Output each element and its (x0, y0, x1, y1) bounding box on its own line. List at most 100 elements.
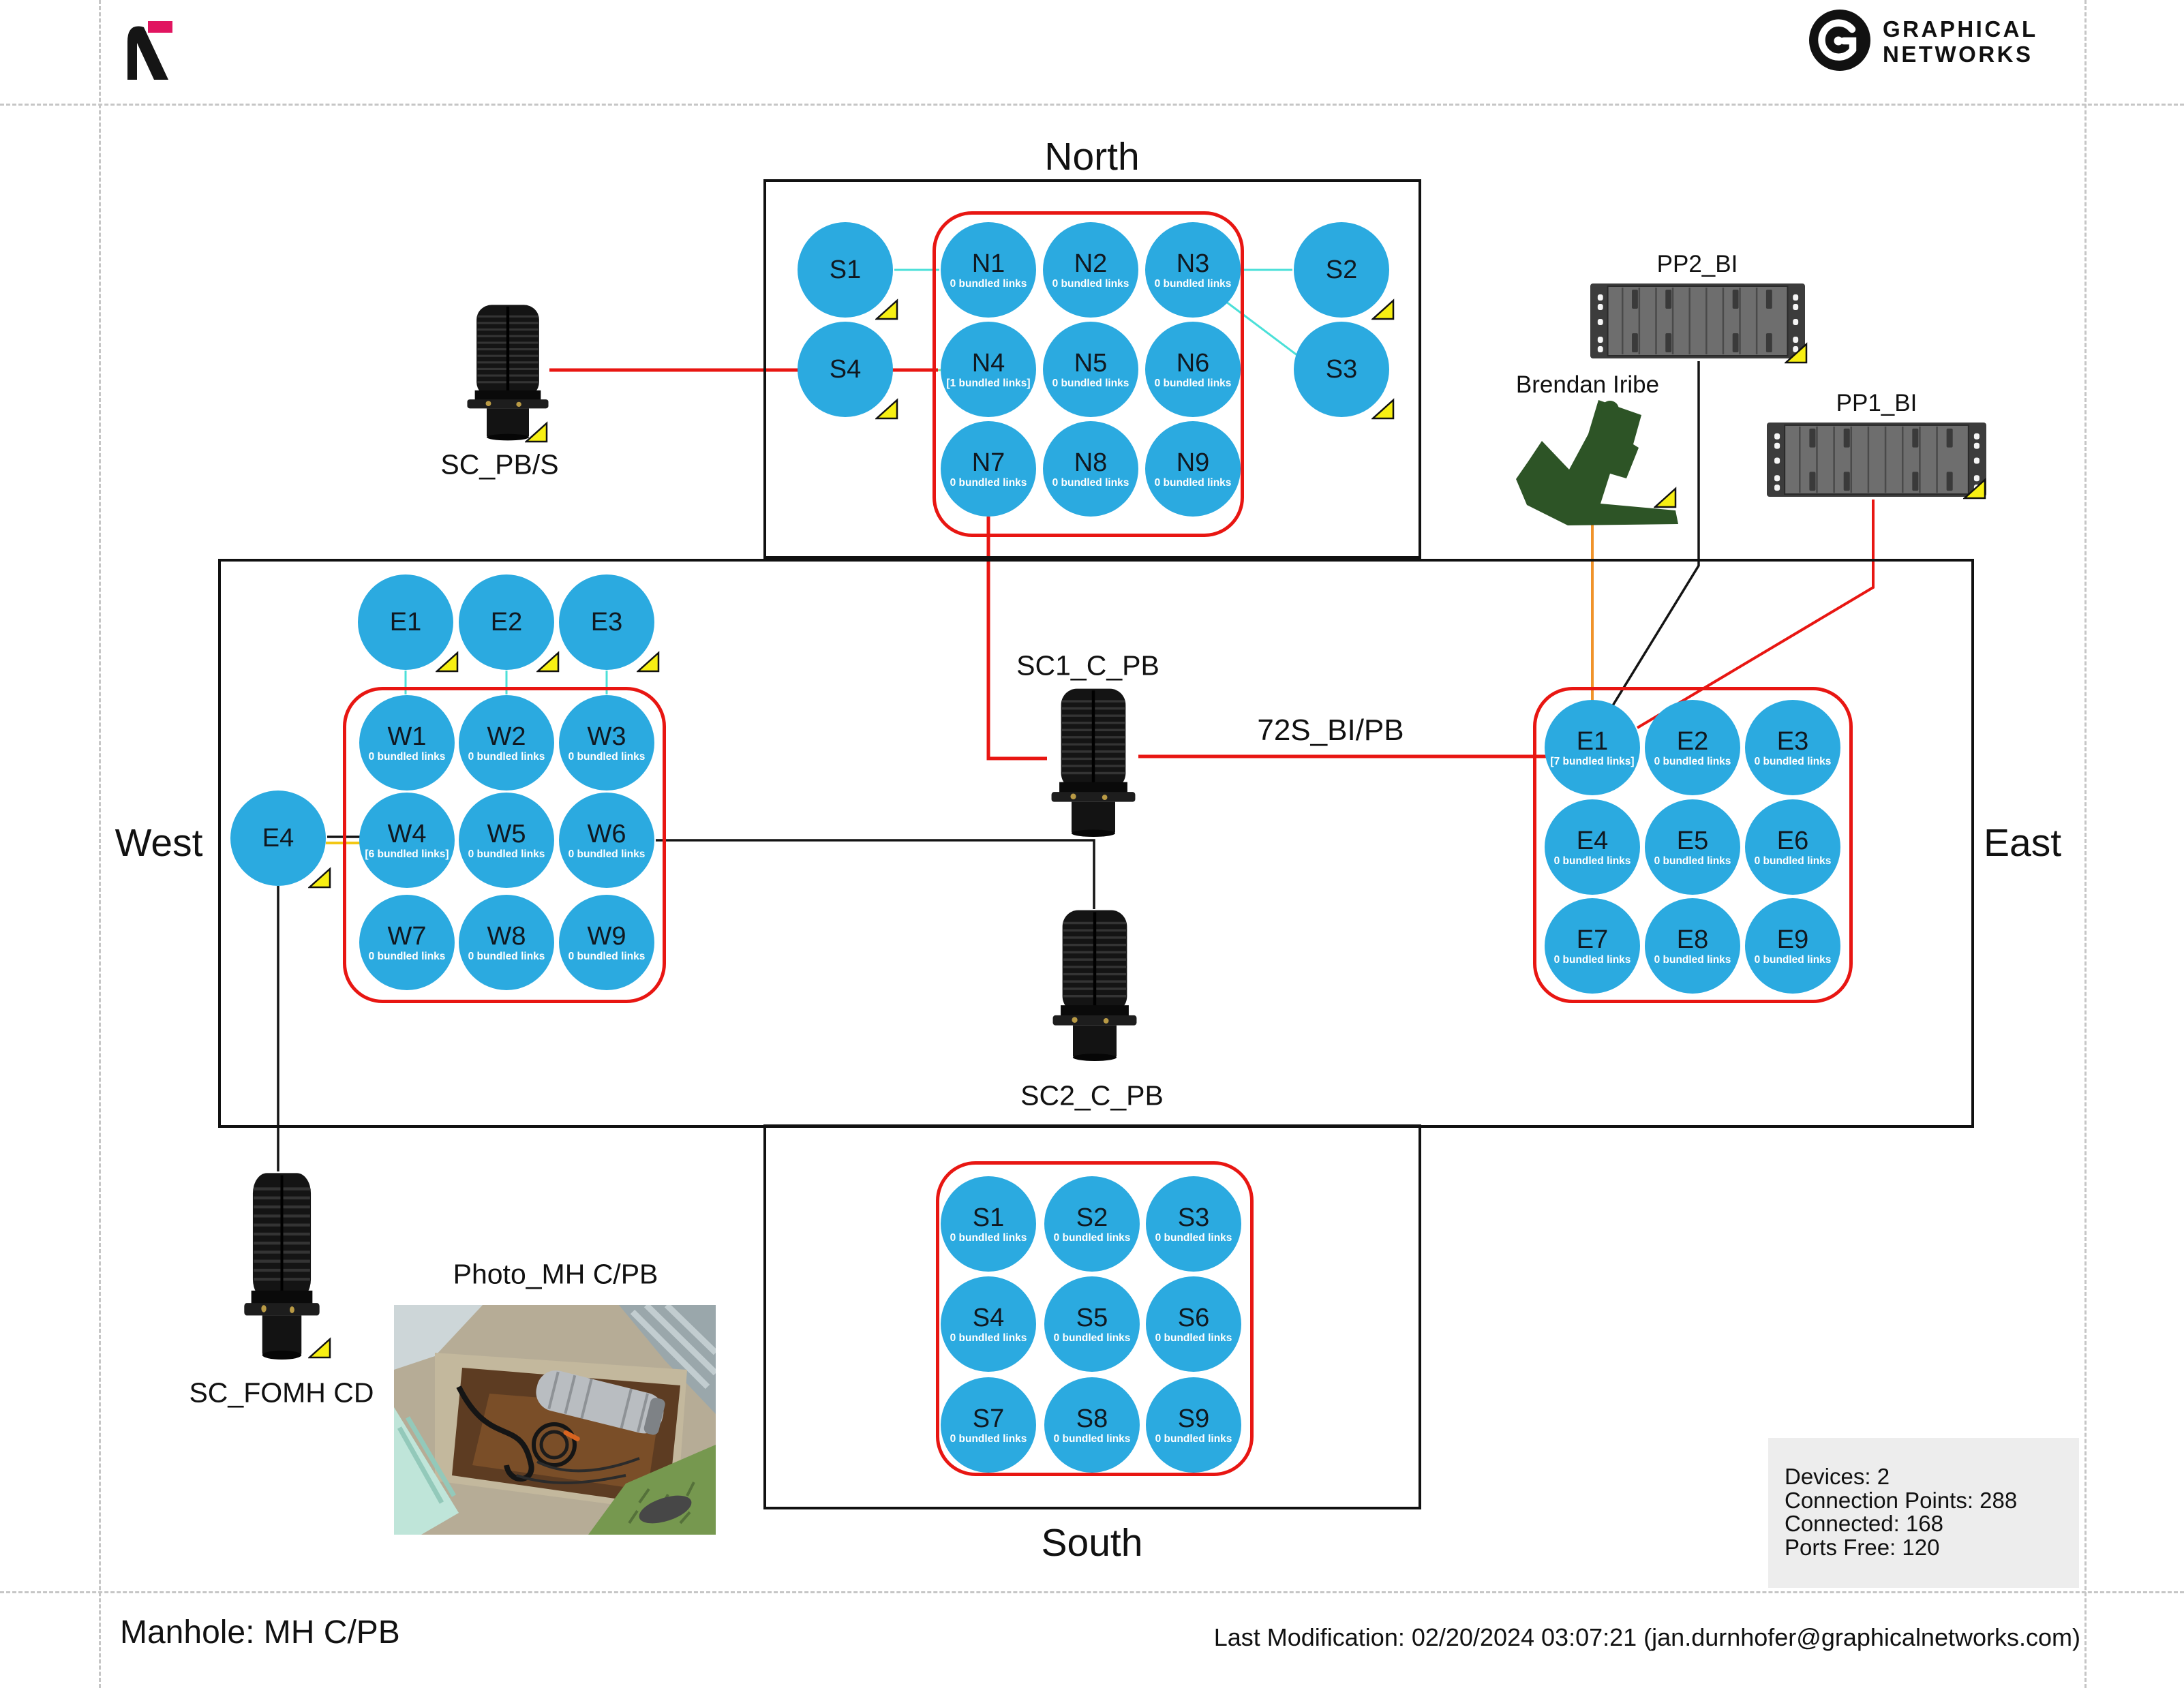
node-label: E5 (1676, 826, 1709, 855)
note-triangle-icon[interactable] (1963, 478, 1986, 500)
note-triangle-icon[interactable] (1371, 298, 1395, 320)
node-west-ext-e4[interactable]: E4 (230, 791, 326, 886)
node-label: W6 (587, 819, 626, 848)
frame-line-right (2084, 0, 2087, 1688)
note-triangle-icon[interactable] (1785, 342, 1808, 364)
brand-text: GRAPHICAL NETWORKS (1883, 16, 2038, 67)
node-label: E7 (1576, 925, 1609, 954)
node-s1[interactable]: S1 (798, 222, 893, 318)
node-west-ext-e2[interactable]: E2 (459, 574, 554, 670)
frame-line-left (99, 0, 101, 1688)
node-sublabel: 0 bundled links (950, 1332, 1027, 1344)
section-title-south: South (1041, 1521, 1143, 1565)
node-s3[interactable]: S3 (1294, 322, 1389, 417)
link-n7-sc1[interactable] (986, 517, 1047, 761)
page-title: Manhole: MH C/PB (120, 1614, 400, 1651)
node-sublabel: 0 bundled links (1154, 377, 1232, 389)
node-label: N5 (1074, 348, 1108, 378)
photo-mh-c-pb-icon[interactable] (394, 1305, 716, 1535)
note-triangle-icon[interactable] (308, 1337, 331, 1359)
node-sublabel: 0 bundled links (1553, 953, 1631, 966)
link-pp1-e1[interactable] (1636, 500, 1875, 729)
note-triangle-icon[interactable] (875, 298, 898, 320)
node-label: N8 (1074, 448, 1108, 477)
patch-panel-pp2-bi-icon[interactable] (1590, 281, 1805, 361)
note-triangle-icon[interactable] (308, 867, 331, 889)
node-sublabel: 0 bundled links (568, 950, 646, 962)
node-sublabel: 0 bundled links (1052, 377, 1129, 389)
building-brendan-iribe-icon[interactable] (1515, 399, 1685, 530)
stat-devices: Devices: 2 (1785, 1464, 1890, 1489)
splice-closure-sc2-c-pb-icon[interactable] (1051, 908, 1138, 1064)
node-sublabel: [7 bundled links] (1550, 755, 1635, 767)
stat-connected: Connected: 168 (1785, 1511, 1944, 1536)
photo-mh-c-pb-label: Photo_MH C/PB (453, 1258, 658, 1290)
node-s4[interactable]: S4 (798, 322, 893, 417)
splice-closure-sc1-c-pb-icon[interactable] (1050, 687, 1137, 840)
note-triangle-icon[interactable] (1654, 487, 1677, 508)
node-sublabel: 0 bundled links (1754, 855, 1832, 867)
node-east-e1[interactable]: E1[7 bundled links] (1545, 700, 1640, 795)
stat-connection-points: Connection Points: 288 (1785, 1487, 2018, 1513)
node-label: S1 (829, 256, 862, 284)
note-triangle-icon[interactable] (1371, 398, 1395, 420)
link-w6-sc2[interactable] (656, 839, 1095, 909)
splice-closure-sc-fomh-cd-icon[interactable] (243, 1171, 321, 1363)
node-w4[interactable]: W4[6 bundled links] (359, 793, 455, 888)
node-west-ext-e1[interactable]: E1 (358, 574, 453, 670)
link-pp2-e1[interactable] (1602, 361, 1700, 722)
splice-closure-sc-pb-s-icon[interactable] (466, 303, 550, 443)
node-label: E6 (1776, 826, 1809, 855)
node-west-ext-e3[interactable]: E3 (559, 574, 654, 670)
note-triangle-icon[interactable] (637, 651, 660, 673)
node-sublabel: 0 bundled links (1553, 855, 1631, 867)
note-triangle-icon[interactable] (436, 651, 459, 673)
node-label: E9 (1776, 925, 1809, 954)
stats-box: Devices: 2 Connection Points: 288 Connec… (1768, 1438, 2079, 1588)
note-triangle-icon[interactable] (525, 421, 548, 443)
patch-panel-pp1-bi-icon[interactable] (1767, 420, 1986, 500)
frame-line-bottom (0, 1591, 2184, 1593)
note-triangle-icon[interactable] (875, 398, 898, 420)
link-n3-s3[interactable] (1223, 298, 1304, 361)
node-s2[interactable]: S2 (1294, 222, 1389, 318)
note-triangle-icon[interactable] (536, 651, 560, 673)
node-sublabel: 0 bundled links (1053, 1231, 1131, 1244)
node-n4[interactable]: N4[1 bundled links] (941, 322, 1036, 417)
node-label: E4 (262, 824, 294, 853)
